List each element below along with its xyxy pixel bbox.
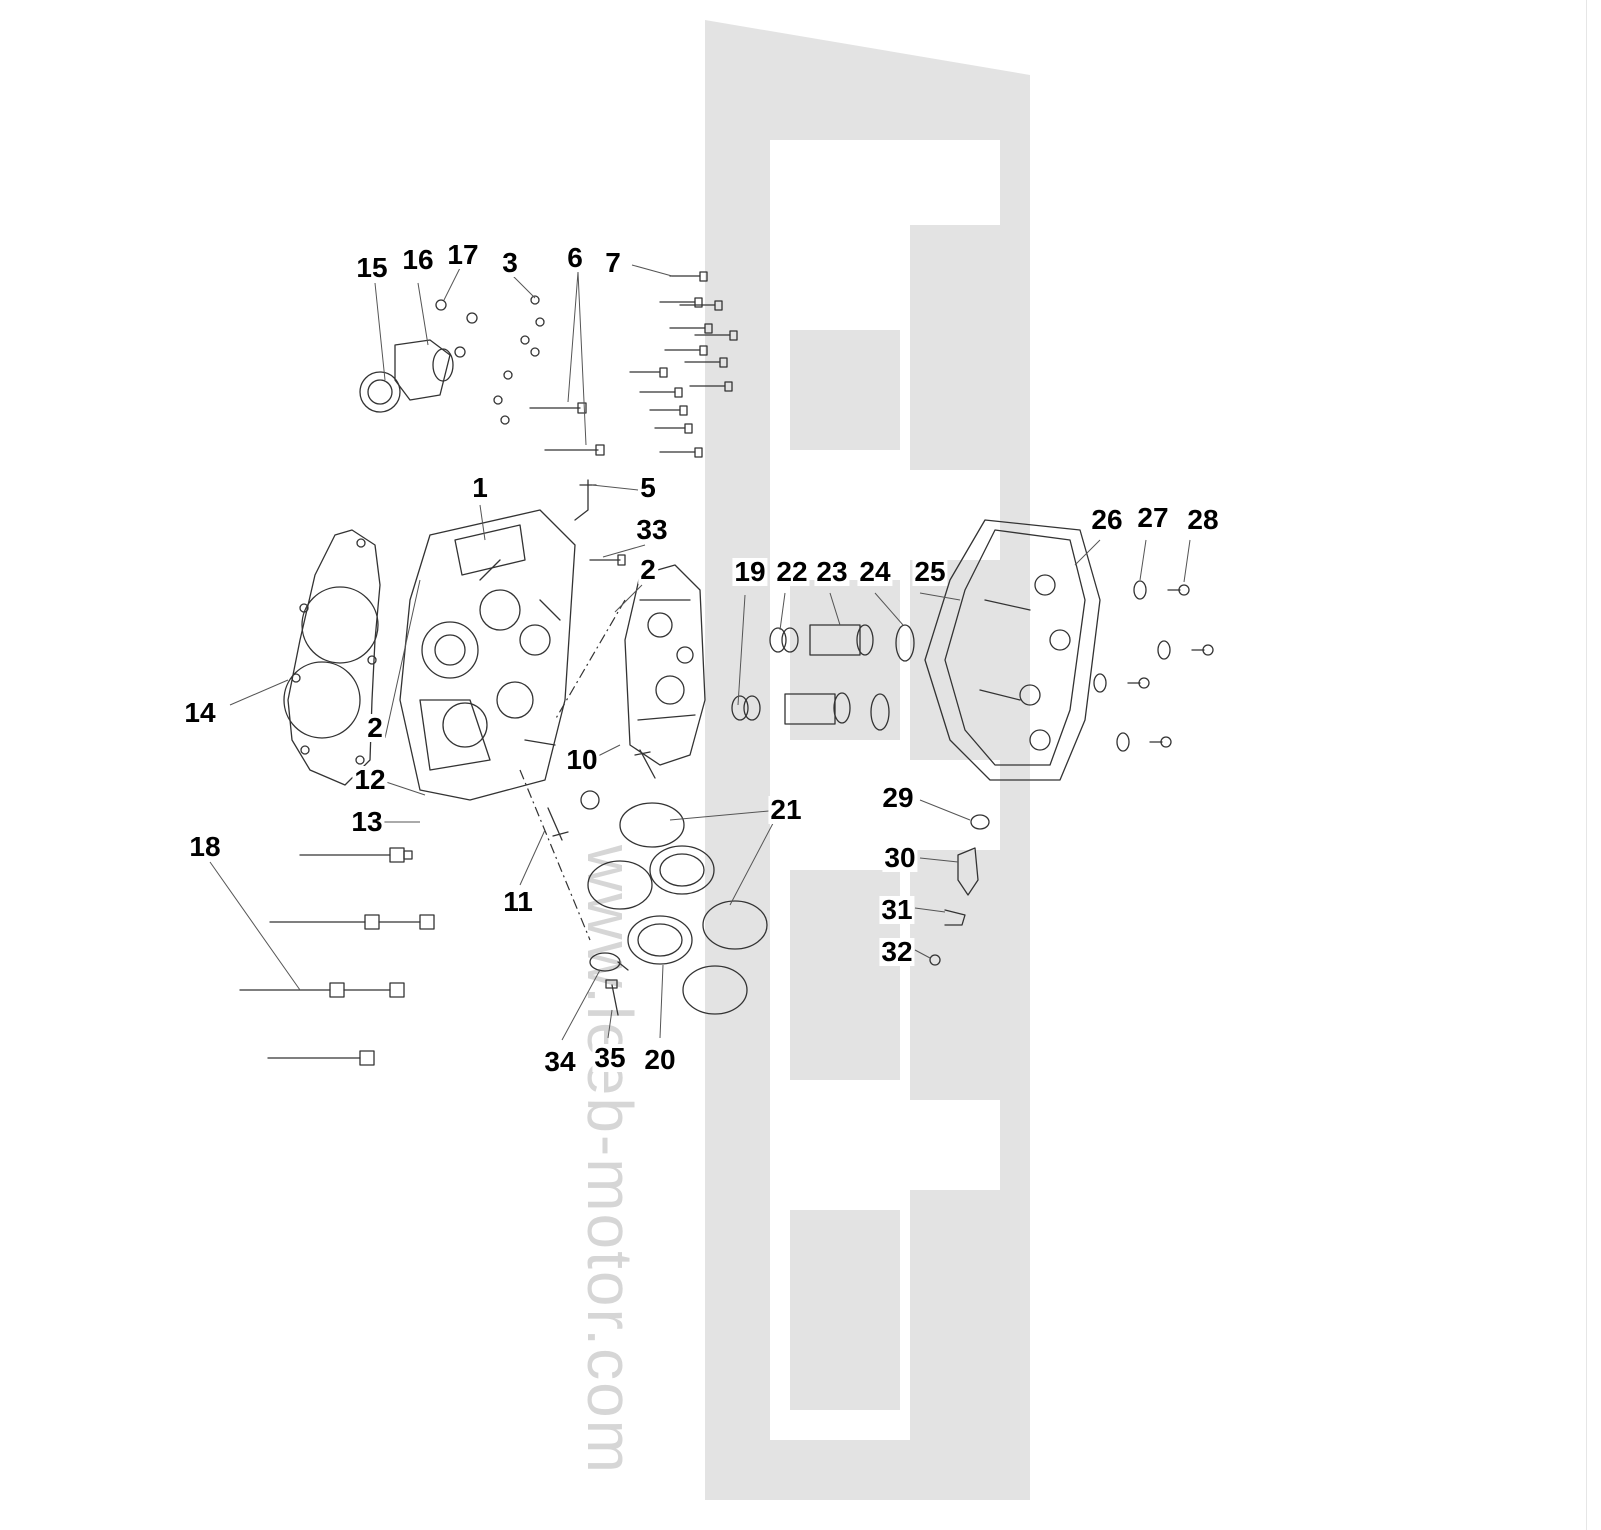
callout-26: 26 [1089,504,1125,535]
callout-31: 31 [879,894,915,925]
callout-17: 17 [445,239,481,270]
callout-24: 24 [857,556,893,587]
callout-25: 25 [912,556,948,587]
head-gasket [283,529,381,786]
valve-cover [924,519,1101,781]
callout-3: 3 [500,247,520,278]
cylinder-head [399,509,576,801]
callout-10: 10 [564,744,600,775]
callout-14: 14 [182,697,218,728]
callout-33: 33 [634,514,670,545]
callout-30: 30 [882,842,918,873]
callout-15: 15 [354,252,390,283]
callout-32: 32 [879,936,915,967]
cam-tube-upper [769,624,915,662]
callout-28: 28 [1185,504,1221,535]
frame-border [1586,0,1587,1530]
plug-and-bolt [574,479,626,566]
callout-20: 20 [642,1044,678,1075]
thermostat-assembly [359,299,478,413]
callout-12: 12 [352,764,388,795]
callout-2: 2 [638,554,658,585]
nuts [493,295,545,425]
cam-tube-lower [731,692,890,731]
sensors [547,749,656,841]
studs [529,402,605,456]
cover-washers-bolts [1093,580,1214,752]
callout-2: 2 [365,712,385,743]
callout-27: 27 [1135,502,1171,533]
callout-22: 22 [774,556,810,587]
head-bolts [239,847,435,1066]
callout-18: 18 [187,831,223,862]
callout-1: 1 [470,472,490,503]
callout-34: 34 [542,1046,578,1077]
intake-boots [587,802,768,1015]
callout-29: 29 [880,782,916,813]
callout-7: 7 [603,247,623,278]
callout-16: 16 [400,244,436,275]
callout-21: 21 [768,794,804,825]
callout-11: 11 [501,886,535,917]
callout-19: 19 [732,556,768,587]
callout-5: 5 [638,472,658,503]
callout-6: 6 [565,242,585,273]
callout-23: 23 [814,556,850,587]
callout-13: 13 [349,806,385,837]
callout-35: 35 [592,1042,628,1073]
cam-carrier [624,564,706,766]
breather-parts [929,814,990,966]
bolt-group [629,271,738,458]
cap-and-screw [589,952,629,1016]
